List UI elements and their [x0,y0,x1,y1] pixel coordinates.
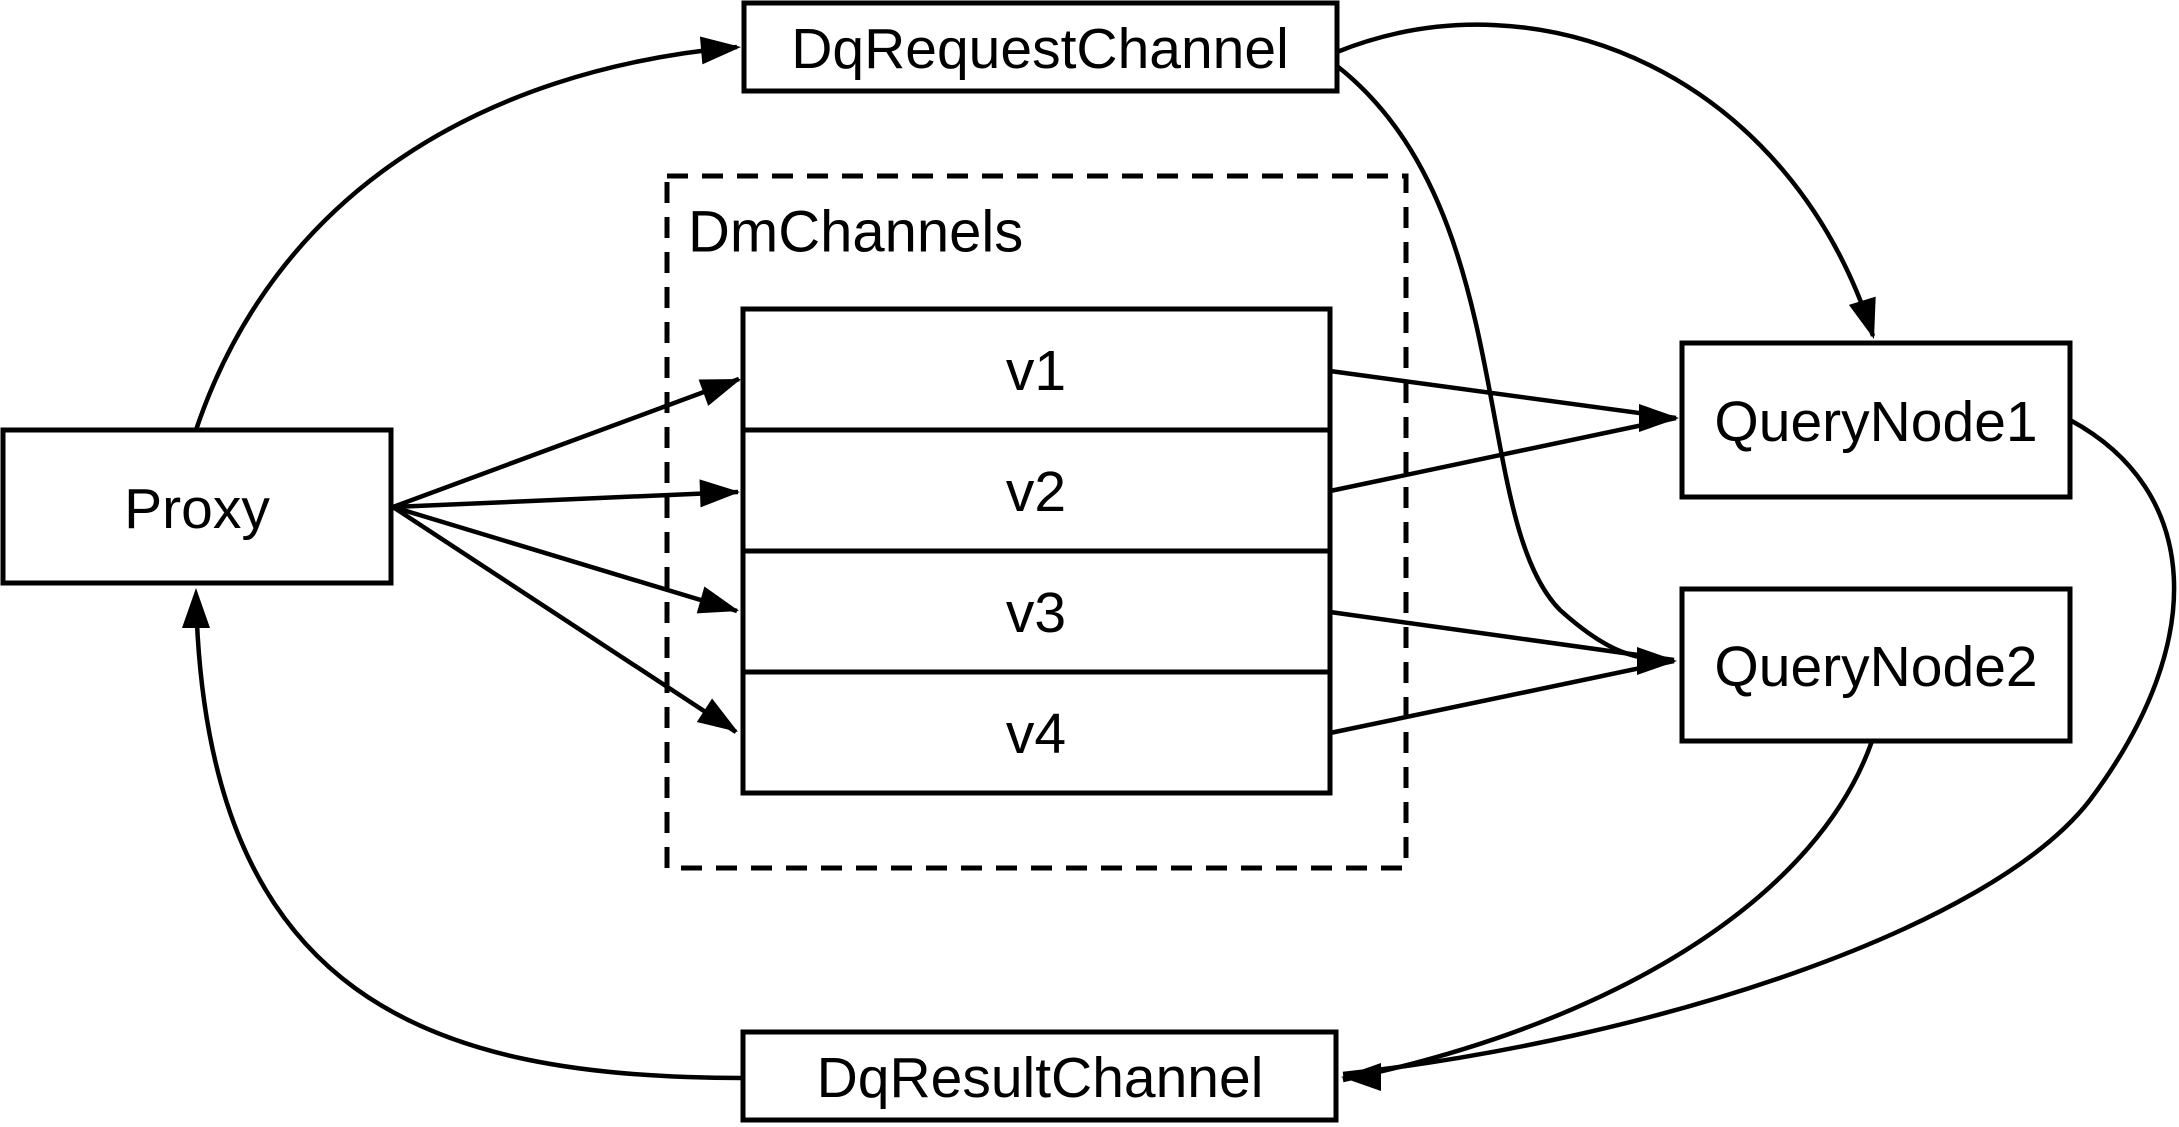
arrowhead-into-v4 [696,698,738,732]
dq-result-channel-label: DqResultChannel [817,1046,1264,1110]
arrowhead-layer [182,36,1876,1091]
query-node-2-box [1679,586,2073,744]
dq-result-channel-box [740,1029,1339,1123]
channel-v2-label: v2 [1006,460,1066,524]
arrowhead-into-proxy [182,588,210,628]
node-dq-result-channel: DqResultChannel [740,1029,1339,1123]
edge-dq-request-channel-to-query-node-2 [1335,64,1675,664]
edge-dq-result-channel-to-proxy [193,595,744,1081]
dm-channels-group-label: DmChannels [688,200,1023,265]
edge-v3-to-query-node-2 [1329,609,1675,663]
edge-proxy-to-v1 [392,376,740,510]
edge-proxy-to-v2 [392,489,739,510]
proxy-box [0,427,394,586]
proxy-label: Proxy [124,477,270,541]
arrowhead-into-query-node-1-top [1848,296,1876,339]
dm-channels-group: DmChannels v1 v2 v3 v4 [664,173,1409,871]
edge-v1-to-query-node-1 [1329,368,1677,421]
arrowhead-into-v2 [699,479,740,508]
node-proxy: Proxy [0,427,394,586]
dq-request-channel-box [741,0,1340,94]
channel-v4-label: v4 [1006,702,1066,766]
dq-request-channel-label: DqRequestChannel [791,17,1289,81]
arrowhead-into-v3 [696,586,739,614]
edge-proxy-to-dq-request-channel [193,44,738,431]
edge-query-node-2-to-dq-result-channel [1342,740,1875,1083]
edge-layer [193,22,2177,1083]
arrowhead-into-v1 [698,379,741,406]
edge-proxy-to-v4 [391,505,738,734]
node-dq-request-channel: DqRequestChannel [741,0,1340,94]
arrowhead-into-query-node-1-left [1639,404,1679,432]
edge-dq-request-channel-to-query-node-1 [1336,22,1876,337]
node-query-node-1: QueryNode1 [1679,340,2073,500]
edge-proxy-to-v3 [392,504,738,614]
edge-query-node-1-to-dq-result-channel [1342,418,2177,1077]
query-node-2-label: QueryNode2 [1714,635,2037,699]
dm-channels-group-border [664,173,1409,871]
node-query-node-2: QueryNode2 [1679,586,2073,744]
query-node-1-box [1679,340,2073,500]
edge-v4-to-query-node-2 [1329,658,1675,736]
channel-v3-label: v3 [1006,581,1066,645]
channel-v1-label: v1 [1006,339,1066,403]
arrowhead-into-dq-result-channel [1341,1063,1381,1091]
query-node-1-label: QueryNode1 [1714,390,2037,454]
arrowhead-into-query-node-2-left [1637,647,1677,675]
arrowhead-into-dq-request-channel [699,36,741,65]
edge-v2-to-query-node-1 [1329,415,1677,494]
